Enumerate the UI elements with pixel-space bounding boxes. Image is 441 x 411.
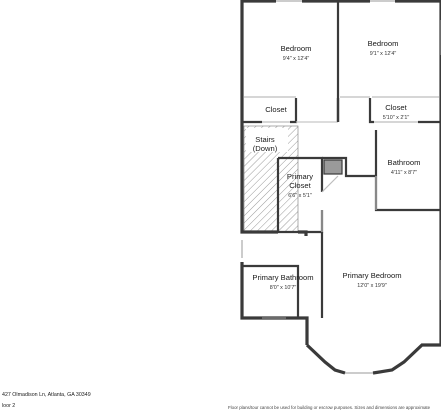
svg-text:Closet: Closet bbox=[385, 103, 407, 112]
room-stairs: Stairs (Down) bbox=[253, 135, 278, 153]
window-marks bbox=[241, 20, 441, 374]
svg-text:4'11" x 8'7": 4'11" x 8'7" bbox=[391, 170, 417, 176]
room-bedroom-2: Bedroom 9'1" x 12'4" bbox=[368, 39, 399, 57]
svg-text:Closet: Closet bbox=[265, 105, 287, 114]
room-primary-bedroom: Primary Bedroom 12'0" x 19'9" bbox=[342, 271, 401, 289]
svg-text:Primary Bathroom: Primary Bathroom bbox=[252, 273, 313, 282]
svg-text:(Down): (Down) bbox=[253, 144, 278, 153]
room-closet-2: Closet 5'10" x 2'1" bbox=[383, 103, 410, 121]
svg-text:Bedroom: Bedroom bbox=[368, 39, 399, 48]
floor-label: loor 2 bbox=[2, 403, 16, 409]
svg-text:6'6" x 5'1": 6'6" x 5'1" bbox=[288, 193, 312, 199]
property-address: 427 Olmadison Ln, Atlanta, GA 30349 bbox=[2, 392, 91, 398]
svg-text:Bedroom: Bedroom bbox=[281, 44, 312, 53]
svg-text:8'0" x 10'7": 8'0" x 10'7" bbox=[270, 285, 297, 291]
svg-text:5'10" x 2'1": 5'10" x 2'1" bbox=[383, 115, 410, 121]
room-closet-1: Closet bbox=[265, 105, 287, 114]
svg-text:Closet: Closet bbox=[289, 181, 311, 190]
disclaimer-text: Floor plans/tour cannot be used for buil… bbox=[228, 405, 431, 410]
room-bedroom-1: Bedroom 9'4" x 12'4" bbox=[281, 44, 312, 62]
svg-text:Primary Bedroom: Primary Bedroom bbox=[342, 271, 401, 280]
svg-text:12'0" x 19'9": 12'0" x 19'9" bbox=[357, 283, 387, 289]
svg-text:9'4" x 12'4": 9'4" x 12'4" bbox=[283, 56, 310, 62]
svg-text:Stairs: Stairs bbox=[255, 135, 275, 144]
mechanical-shaft bbox=[323, 159, 343, 175]
room-bathroom: Bathroom 4'11" x 8'7" bbox=[388, 158, 421, 176]
svg-text:Bathroom: Bathroom bbox=[388, 158, 421, 167]
room-primary-closet: Primary Closet 6'6" x 5'1" bbox=[287, 172, 313, 199]
room-primary-bathroom: Primary Bathroom 8'0" x 10'7" bbox=[252, 273, 313, 291]
svg-text:9'1" x 12'4": 9'1" x 12'4" bbox=[370, 51, 397, 57]
svg-text:Primary: Primary bbox=[287, 172, 313, 181]
